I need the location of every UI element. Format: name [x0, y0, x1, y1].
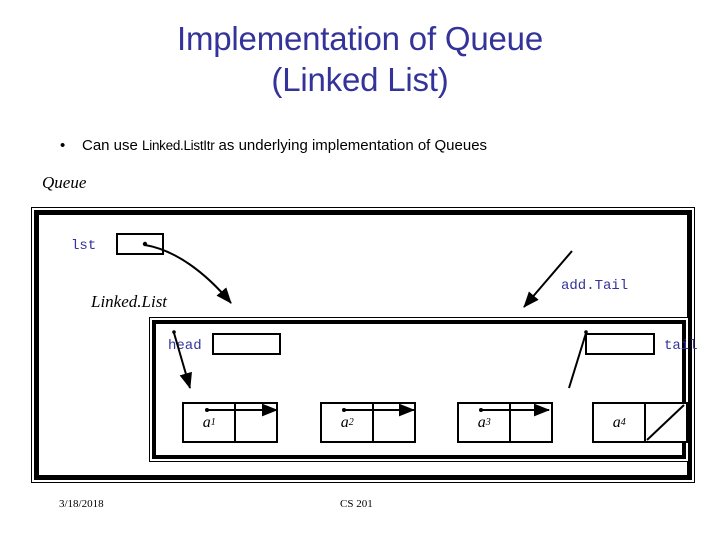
node-next-cell	[236, 404, 276, 441]
bullet-list-item: • Can use Linked.ListItr as underlying im…	[60, 136, 700, 156]
node-next-cell	[374, 404, 414, 441]
node-value-text: a	[202, 413, 211, 431]
footer-course: CS 201	[340, 498, 373, 510]
linkedlist-caption-label: Linked.List	[91, 292, 168, 311]
page-title-line-2: (Linked List)	[271, 61, 449, 98]
bullet-text-before: Can use	[82, 137, 143, 154]
node-null-cell	[646, 404, 686, 441]
queue-frame-border: lst Linked.List add.Tail head tail	[34, 210, 698, 480]
tail-pointer-box	[585, 333, 655, 355]
node-value-text: a	[477, 413, 486, 431]
tail-label: tail	[664, 338, 698, 354]
queue-caption-label: Queue	[42, 173, 87, 192]
bullet-text-after: as underlying implementation of Queues	[214, 137, 488, 154]
head-pointer-box	[212, 333, 281, 355]
node-value-subscript: 3	[485, 417, 491, 428]
page-title: Implementation of Queue (Linked List)	[0, 18, 720, 100]
bullet-code-term: Linked.ListItr	[142, 138, 215, 153]
node-value-subscript: 4	[620, 417, 626, 428]
node-value-subscript: 2	[348, 417, 354, 428]
footer-date: 3/18/2018	[59, 498, 104, 510]
node-value-text: a	[340, 413, 349, 431]
lst-pointer-box	[116, 233, 164, 255]
head-label: head	[168, 338, 202, 354]
queue-outer-frame: lst Linked.List add.Tail head tail	[31, 207, 698, 483]
node-value-text: a	[612, 413, 621, 431]
node-next-cell	[511, 404, 551, 441]
page-title-line-1: Implementation of Queue	[177, 20, 543, 57]
bullet-marker-icon: •	[60, 137, 66, 154]
null-pointer-slash-icon	[646, 404, 686, 441]
node-value-subscript: 1	[210, 417, 216, 428]
addtail-label: add.Tail	[561, 278, 629, 294]
lst-label: lst	[71, 238, 97, 254]
